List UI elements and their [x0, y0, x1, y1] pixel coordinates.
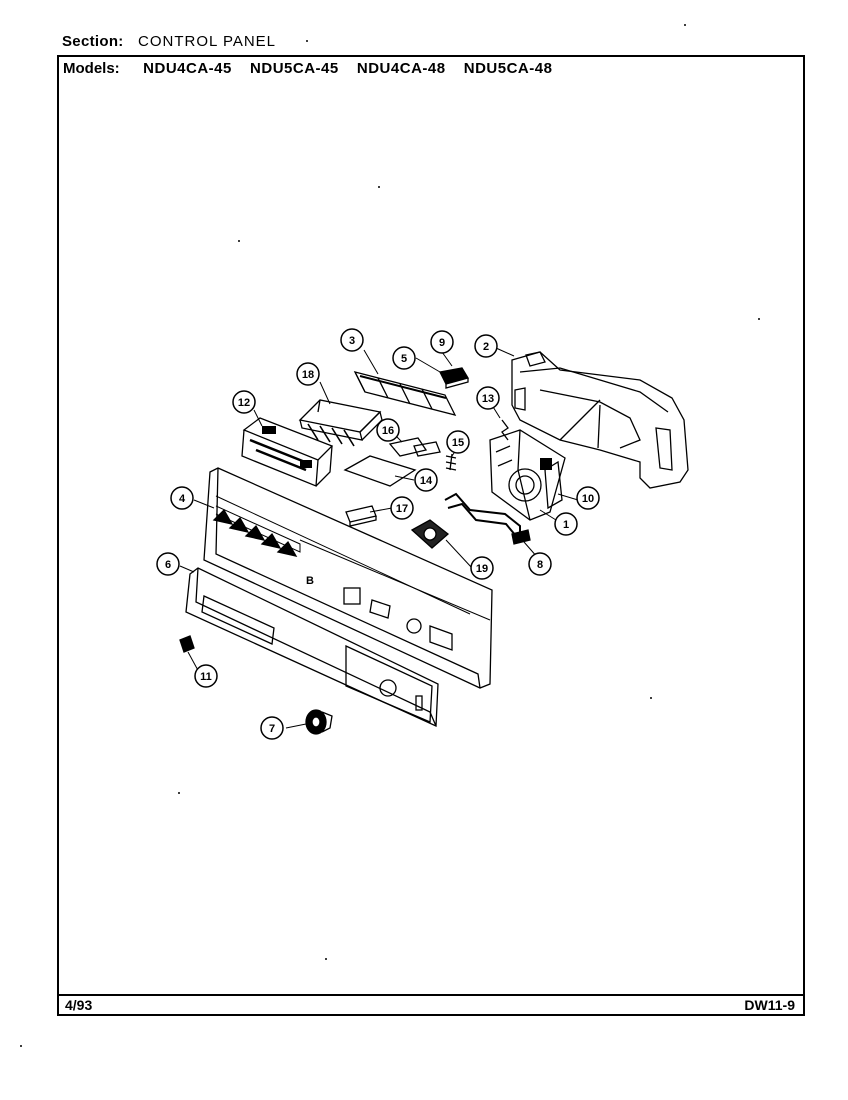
part-small-spring: [501, 419, 509, 441]
callout-11-label: 11: [200, 671, 212, 683]
section-title: CONTROL PANEL: [138, 33, 277, 50]
callout-11: 11: [194, 664, 218, 688]
callout-9-label: 9: [439, 337, 445, 349]
scan-speck: [758, 318, 760, 320]
callouts: 3 9 5 2 18 13 12 16 15 14 4 10 17 1 8 19…: [156, 328, 600, 740]
part-insulator: [343, 455, 417, 487]
model-1: NDU4CA-45: [143, 60, 232, 77]
callout-19: 19: [470, 556, 494, 580]
callout-19-label: 19: [476, 563, 488, 575]
callout-17-label: 17: [396, 503, 408, 515]
part-fan: [410, 519, 450, 549]
callout-5: 5: [392, 346, 416, 370]
part-timer: [489, 429, 566, 521]
callout-2-label: 2: [483, 341, 489, 353]
callout-6-label: 6: [165, 559, 171, 571]
callout-12: 12: [232, 390, 256, 414]
part-knob: [305, 709, 333, 735]
callout-3-label: 3: [349, 335, 355, 347]
scan-speck: [378, 186, 380, 188]
callout-1-label: 1: [563, 519, 569, 531]
diagram-frame: Models: NDU4CA-45 NDU5CA-45 NDU4CA-48 ND…: [57, 55, 805, 1016]
scan-speck: [650, 697, 652, 699]
callout-4: 4: [170, 486, 194, 510]
callout-16: 16: [376, 418, 400, 442]
callout-7: 7: [260, 716, 284, 740]
callout-14-label: 14: [420, 475, 433, 487]
part-spring: [445, 453, 457, 471]
callout-10: 10: [576, 486, 600, 510]
scan-speck: [325, 958, 327, 960]
scan-speck: [238, 240, 240, 242]
callout-8: 8: [528, 552, 552, 576]
callout-13: 13: [476, 386, 500, 410]
callout-3: 3: [340, 328, 364, 352]
callout-7-label: 7: [269, 723, 275, 735]
leader-lines: [179, 347, 579, 729]
footer-date: 4/93: [65, 997, 93, 1013]
callout-8-label: 8: [537, 559, 543, 571]
callout-15: 15: [446, 430, 470, 454]
callout-5-label: 5: [401, 353, 407, 365]
part-wire-harness: [444, 492, 531, 545]
model-3: NDU4CA-48: [356, 60, 446, 77]
scan-speck: [306, 40, 308, 42]
callout-10-label: 10: [582, 493, 594, 505]
scan-speck: [178, 792, 180, 794]
footer-page-code: DW11-9: [744, 997, 795, 1013]
callout-15-label: 15: [452, 437, 464, 449]
part-trim: [185, 567, 439, 727]
models-row: Models: NDU4CA-45 NDU5CA-45 NDU4CA-48 ND…: [63, 60, 566, 77]
callout-2: 2: [474, 334, 498, 358]
part-bracket: [388, 437, 441, 457]
part-switch: [439, 367, 469, 389]
part-control-board: [241, 417, 334, 487]
models-label: Models:: [63, 60, 120, 77]
part-keypad: [298, 399, 383, 447]
callout-16-label: 16: [382, 425, 394, 437]
part-housing: [511, 351, 689, 489]
callout-13-label: 13: [482, 393, 494, 405]
callout-17: 17: [390, 496, 414, 520]
scan-speck: [20, 1045, 22, 1047]
footer-divider: [59, 994, 803, 996]
callout-18: 18: [296, 362, 320, 386]
part-overlay: [353, 371, 457, 416]
callout-14: 14: [414, 468, 438, 492]
callout-4-label: 4: [179, 493, 186, 505]
scan-speck: [684, 24, 686, 26]
callout-18-label: 18: [302, 369, 314, 381]
part-console: B: [203, 467, 493, 689]
model-2: NDU5CA-45: [250, 60, 339, 77]
callout-12-label: 12: [238, 397, 250, 409]
svg-text:B: B: [306, 575, 314, 587]
callout-9: 9: [430, 330, 454, 354]
callout-6: 6: [156, 552, 180, 576]
part-clip: [179, 635, 195, 653]
section-label: Section:: [62, 33, 124, 50]
model-4: NDU5CA-48: [463, 60, 553, 77]
part-connector: [345, 505, 377, 527]
callout-1: 1: [554, 512, 578, 536]
